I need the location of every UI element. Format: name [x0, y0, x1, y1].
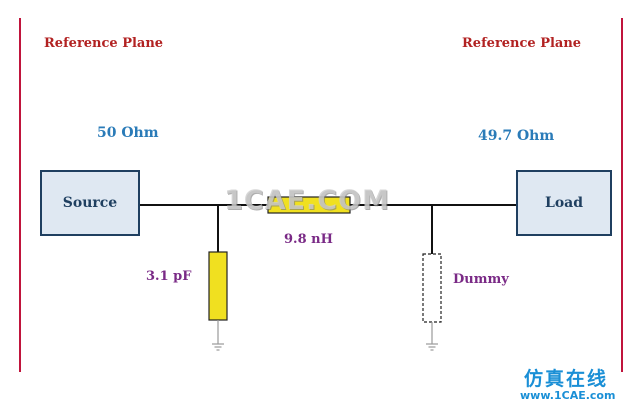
- source-label: Source: [62, 195, 118, 211]
- source-impedance: 50 Ohm: [97, 125, 159, 141]
- watermark-corner-url: www.1CAE.com: [520, 389, 616, 402]
- load-impedance: 49.7 Ohm: [478, 128, 555, 144]
- source-box: Source: [40, 170, 140, 236]
- watermark-center: 1CAE.COM: [224, 185, 390, 216]
- inductor-element: [267, 196, 351, 214]
- ground-icon: [426, 343, 438, 351]
- watermark-corner-cn: 仿真在线: [524, 368, 609, 390]
- inductor-value: 9.8 nH: [284, 232, 333, 247]
- dummy-label: Dummy: [453, 272, 509, 287]
- dummy-element: [422, 253, 442, 323]
- load-label: Load: [544, 195, 584, 211]
- reference-plane-label-right: Reference Plane: [462, 36, 582, 51]
- capacitor-value: 3.1 pF: [146, 269, 192, 284]
- capacitor-element: [208, 251, 228, 321]
- load-box: Load: [516, 170, 612, 236]
- reference-plane-label-left: Reference Plane: [44, 36, 164, 51]
- ground-icon: [212, 343, 224, 351]
